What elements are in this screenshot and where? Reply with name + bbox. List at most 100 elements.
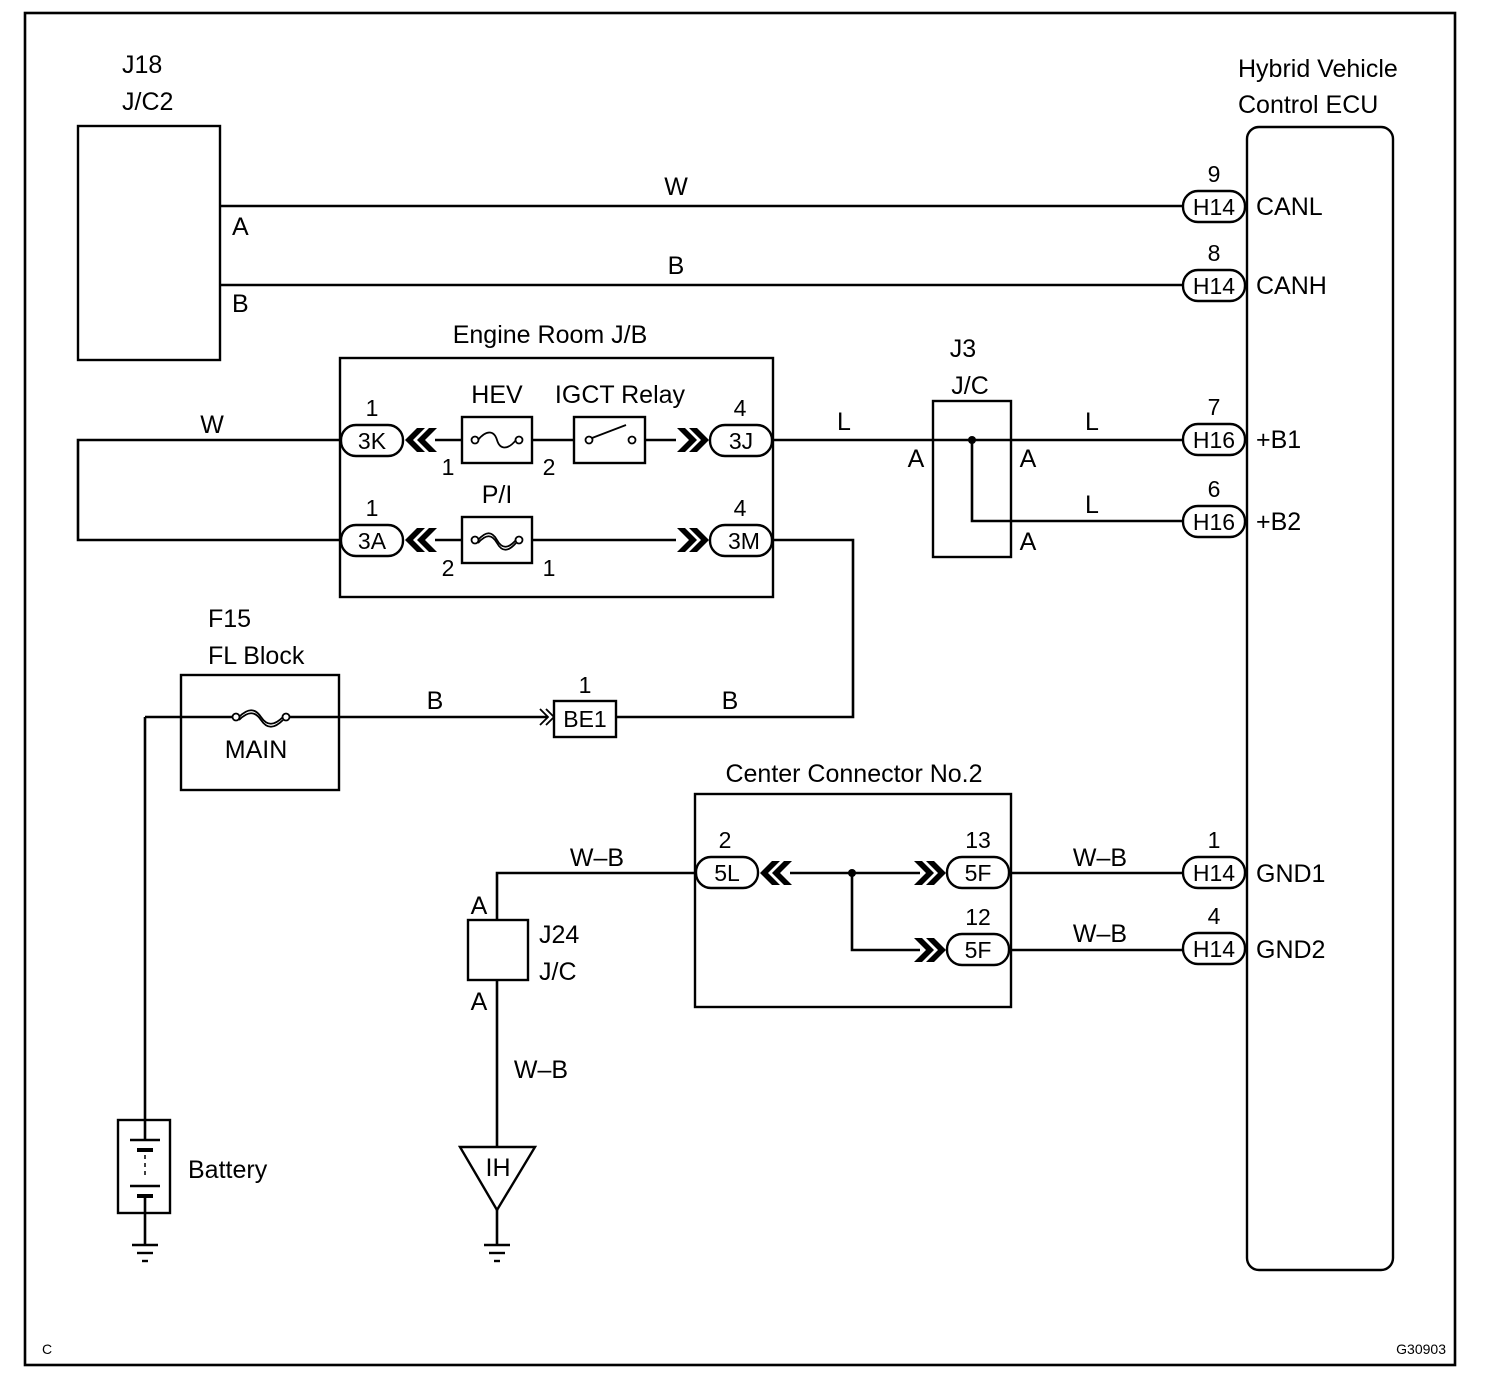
ecu-terminal-gnd1: 1 H14 GND1 <box>1181 827 1325 890</box>
ecu-title-line2: Control ECU <box>1238 91 1378 119</box>
ecu-terminal-signal: GND1 <box>1256 860 1325 888</box>
j18-pin-a: A <box>232 213 249 241</box>
engine-room-jb-title: Engine Room J/B <box>453 321 648 349</box>
hev-fuse-label: HEV <box>471 381 523 409</box>
engine-room-junction-block: Engine Room J/B 3K 1 HEV 1 2 IGCT Relay … <box>338 321 775 599</box>
j18-id: J18 <box>122 51 162 79</box>
j3-junction-connector: J3 J/C A A A <box>908 335 1037 559</box>
connector-5l-pin: 2 <box>719 827 732 853</box>
connector-3m-pin: 4 <box>734 495 747 521</box>
ecu-terminal-signal: +B2 <box>1256 508 1301 536</box>
wire-5f-to-gnd1: W–B <box>1009 844 1183 875</box>
wire-color-label: L <box>1085 491 1099 519</box>
connector-3j-label: 3J <box>729 428 753 454</box>
f15-id: F15 <box>208 605 251 633</box>
wire-canl: W <box>220 173 1183 208</box>
j18-pin-b: B <box>232 290 249 318</box>
ecu-terminal-signal: CANH <box>1256 272 1327 300</box>
j3-pin-left: A <box>908 445 925 473</box>
connector-5f-bottom-label: 5F <box>965 937 992 963</box>
j3-pin-right-bottom: A <box>1020 528 1037 556</box>
ecu-terminal-connector: H14 <box>1193 194 1235 220</box>
j24-name: J/C <box>539 958 577 986</box>
main-fuse-icon <box>231 712 241 722</box>
diagram-frame <box>23 11 1457 1367</box>
wire-color-label: L <box>837 408 851 436</box>
wire-canh: B <box>220 252 1183 287</box>
wire-color-label: W–B <box>570 844 624 872</box>
ecu-terminal-connector: H16 <box>1193 509 1235 535</box>
figure-code: G30903 <box>1396 1341 1446 1357</box>
j3-pin-right-top: A <box>1020 445 1037 473</box>
pi-pin-right: 1 <box>543 555 556 581</box>
be1-pin: 1 <box>579 672 592 698</box>
connector-5l-label: 5L <box>714 860 740 886</box>
ecu-terminal-signal: CANL <box>1256 193 1323 221</box>
ground-icon <box>482 1243 512 1263</box>
j3-name: J/C <box>951 372 989 400</box>
wire-jb-input: W <box>76 411 341 542</box>
ecu-terminal-connector: H16 <box>1193 427 1235 453</box>
j24-pin-bottom: A <box>471 988 488 1016</box>
be1-connector: BE1 1 <box>552 672 618 739</box>
connector-5f-bottom-pin: 12 <box>965 904 991 930</box>
connector-3j-pin: 4 <box>734 395 747 421</box>
wire-5f-to-gnd2: W–B <box>1009 920 1183 952</box>
ground-point-ih-label: IH <box>486 1154 511 1182</box>
ecu-terminal-pin: 1 <box>1208 827 1221 853</box>
connector-3a-pin: 1 <box>366 495 379 521</box>
corner-mark: C <box>42 1341 52 1357</box>
j24-pin-top: A <box>471 892 488 920</box>
center-connector-no2: Center Connector No.2 5L 2 5F 13 5F 12 <box>693 760 1013 1009</box>
ground-icon <box>130 1243 160 1263</box>
ecu-terminal-b1: 7 H16 +B1 <box>1181 394 1301 457</box>
hev-pin-left: 1 <box>442 454 455 480</box>
wire-j24-to-5l: W–B <box>495 844 696 920</box>
ecu-terminal-pin: 8 <box>1208 240 1221 266</box>
ecu-terminal-b2: 6 H16 +B2 <box>1181 476 1301 539</box>
connector-3k-pin: 1 <box>366 395 379 421</box>
ecu-terminal-canl: 9 H14 CANL <box>1181 161 1323 224</box>
ecu-terminal-connector: H14 <box>1193 860 1235 886</box>
wire-color-label: B <box>427 687 444 715</box>
connector-3k-label: 3K <box>358 428 387 454</box>
ecu-terminal-pin: 9 <box>1208 161 1221 187</box>
wire-color-label: L <box>1085 408 1099 436</box>
ground-point-ih: IH <box>457 1145 538 1263</box>
be1-label: BE1 <box>563 706 606 732</box>
igct-relay-label: IGCT Relay <box>555 381 686 409</box>
j18-junction-connector: J18 J/C2 A B <box>76 51 249 362</box>
battery-label: Battery <box>188 1156 268 1184</box>
ecu-terminal-pin: 4 <box>1208 903 1221 929</box>
wire-main-to-be1: B <box>339 687 556 726</box>
wire-color-label: B <box>722 687 739 715</box>
ecu-terminal-signal: GND2 <box>1256 936 1325 964</box>
wire-be1-to-3m: B <box>616 538 855 719</box>
connector-3a-label: 3A <box>358 528 387 554</box>
j18-name: J/C2 <box>122 88 173 116</box>
hev-pin-right: 2 <box>543 454 556 480</box>
wire-color-label: W–B <box>1073 920 1127 948</box>
f15-name: FL Block <box>208 642 305 670</box>
wire-color-label: W <box>200 411 224 439</box>
ecu-terminal-pin: 6 <box>1208 476 1221 502</box>
wire-j3-to-b1: L <box>1011 408 1183 442</box>
wire-relay-to-j3: L <box>772 408 1011 442</box>
j3-id: J3 <box>950 335 976 363</box>
j24-junction-connector: A A J24 J/C <box>466 892 579 1016</box>
connector-5f-top-pin: 13 <box>965 827 991 853</box>
j24-id: J24 <box>539 921 579 949</box>
ecu-terminal-connector: H14 <box>1193 936 1235 962</box>
ecu-terminal-gnd2: 4 H14 GND2 <box>1181 903 1325 966</box>
wire-color-label: W–B <box>1073 844 1127 872</box>
wire-color-label: W <box>664 173 688 201</box>
ecu-terminal-connector: H14 <box>1193 273 1235 299</box>
center-connector-title: Center Connector No.2 <box>725 760 982 788</box>
connector-5f-top-label: 5F <box>965 860 992 886</box>
hybrid-vehicle-control-ecu: Hybrid Vehicle Control ECU <box>1238 55 1398 1272</box>
wire-color-label: W–B <box>514 1056 568 1084</box>
ecu-terminal-signal: +B1 <box>1256 426 1301 454</box>
ecu-terminal-pin: 7 <box>1208 394 1221 420</box>
battery: Battery <box>116 717 268 1263</box>
